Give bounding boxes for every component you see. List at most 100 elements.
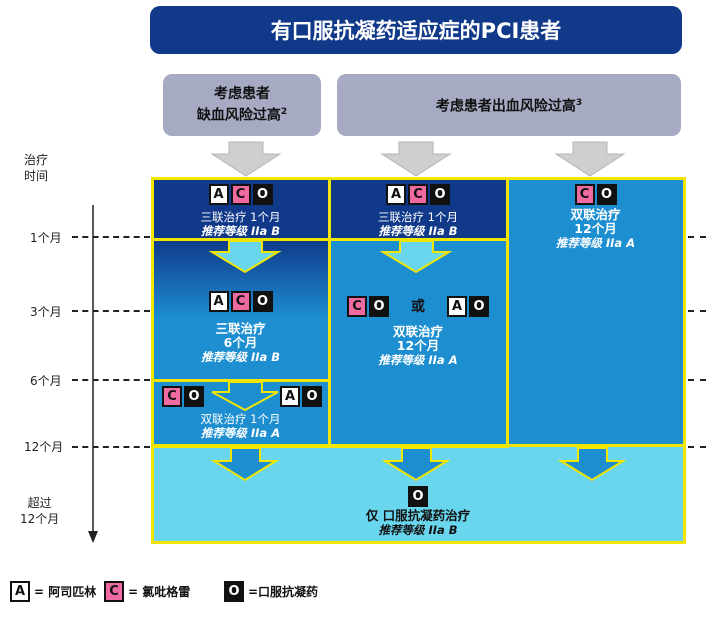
ischemic-header-superscript: 2 [280, 107, 288, 118]
col1-mid-grade: 推荐等级 IIa B [200, 350, 281, 364]
aspirin-icon: A [447, 296, 467, 317]
dash-right-12m [688, 446, 706, 448]
ischemic-header-line2: 缺血风险过高2 [196, 107, 288, 124]
time-axis-label-line1: 治疗 [23, 153, 48, 167]
dash-right-3m [688, 310, 706, 312]
bleeding-header-superscript: 3 [575, 98, 583, 109]
col2-top-grade: 推荐等级 IIa B [378, 224, 458, 238]
clopidogrel-icon: C [162, 386, 182, 407]
clopidogrel-icon: C [104, 581, 124, 602]
time-axis-arrow [88, 205, 98, 543]
clopidogrel-icon: C [408, 184, 428, 205]
bleeding-risk-header: 考虑患者出血风险过高3 [337, 74, 681, 136]
col1-bottom-grade: 推荐等级 IIa A [200, 426, 281, 440]
col2-mid-grade: 推荐等级 IIa A [378, 353, 458, 367]
ischemic-header-line1: 考虑患者 [214, 86, 270, 103]
col2-mid-title: 双联治疗 [392, 324, 443, 339]
time-mark-3m: 3个月 [30, 305, 62, 319]
col1-top-grade: 推荐等级 IIa B [200, 224, 281, 238]
col1-top-aco: A C O [152, 184, 329, 205]
ischemic-risk-header: 考虑患者 缺血风险过高2 [163, 74, 321, 136]
arrow-col3-12m [557, 447, 627, 482]
clopidogrel-icon: C [574, 184, 595, 205]
bottom-grade: 推荐等级 IIa B [378, 523, 458, 537]
legend-clopidogrel-text: = 氯吡格雷 [128, 585, 191, 599]
header-arrow-col1 [210, 141, 282, 177]
page-title: 有口服抗凝药适应症的PCI患者 [150, 6, 682, 54]
oac-icon: O [184, 386, 204, 407]
header-arrow-col3 [554, 141, 626, 177]
dash-right-1m [688, 236, 706, 238]
or-text: 或 [411, 298, 425, 315]
col2-options-row: C O 或 A O [329, 296, 507, 317]
col3-co: C O [507, 184, 684, 205]
arrow-col2-12m [381, 447, 451, 482]
col1-mid-title: 三联治疗 [215, 321, 266, 336]
oac-icon: O [224, 581, 244, 602]
bottom-title: 仅 口服抗凝药治疗 [365, 508, 471, 523]
col3-duration: 12个月 [574, 221, 617, 236]
time-mark-1m: 1个月 [30, 231, 62, 245]
aspirin-icon: A [208, 184, 229, 205]
oac-icon: O [469, 296, 489, 317]
col2-mid-cell: C O 或 A O 双联治疗 12个月 推荐等级 IIa A [329, 296, 507, 367]
time-axis-label-line2: 时间 [23, 169, 48, 183]
legend-clopidogrel: C = 氯吡格雷 [104, 581, 190, 602]
bottom-cell: O 仅 口服抗凝药治疗 推荐等级 IIa B [152, 486, 684, 537]
legend-oac-text: =口服抗凝药 [248, 585, 319, 599]
col1-top-cell: A C O 三联治疗 1个月 推荐等级 IIa B [152, 184, 329, 238]
arrow-col1-6m [211, 381, 279, 412]
dash-left-6m [72, 379, 150, 381]
time-mark-beyond-line1: 超过 [27, 496, 52, 510]
time-mark-beyond-line2: 12个月 [20, 512, 60, 526]
bottom-o: O [152, 486, 684, 507]
aspirin-icon: A [280, 386, 300, 407]
dash-left-1m [72, 236, 150, 238]
oac-icon: O [408, 486, 428, 507]
col3-bg [507, 178, 684, 446]
arrow-col2-1m [379, 240, 453, 274]
col1-bottom-title: 双联治疗 1个月 [200, 412, 281, 426]
col1-mid-bg [152, 319, 329, 381]
bleeding-header-text: 考虑患者出血风险过高3 [435, 98, 583, 115]
time-axis-label: 治疗 时间 [14, 152, 58, 184]
oac-icon: O [252, 291, 273, 312]
legend-aspirin: A = 阿司匹林 [10, 581, 96, 602]
dash-left-12m [72, 446, 150, 448]
col1-mid-aco: A C O [152, 291, 329, 312]
dash-left-3m [72, 310, 150, 312]
oac-icon: O [430, 184, 450, 205]
time-mark-beyond-12m: 超过 12个月 [20, 495, 59, 527]
time-mark-6m: 6个月 [30, 374, 62, 388]
aspirin-icon: A [208, 291, 229, 312]
legend-aspirin-text: = 阿司匹林 [34, 585, 97, 599]
col1-bottom-co: C O [162, 386, 204, 407]
time-mark-12m: 12个月 [24, 440, 64, 454]
clopidogrel-icon: C [230, 184, 251, 205]
bottom-row-border [151, 444, 686, 544]
clopidogrel-icon: C [230, 291, 251, 312]
arrow-col1-1m-3m [208, 240, 282, 274]
col2-mid-duration: 12个月 [396, 338, 440, 353]
col3-title: 双联治疗 [570, 207, 621, 222]
col2-top-title: 三联治疗 1个月 [378, 210, 458, 224]
col1-mid-duration: 6个月 [223, 335, 258, 350]
dash-right-6m [688, 379, 706, 381]
aspirin-icon: A [10, 581, 30, 602]
aspirin-icon: A [386, 184, 406, 205]
arrow-col1-12m [210, 447, 280, 482]
col1-mid-cell: A C O 三联治疗 6个月 推荐等级 IIa B [152, 291, 329, 364]
col2-mid-bg [329, 239, 507, 446]
col1-bottom-cell: 双联治疗 1个月 推荐等级 IIa A [152, 412, 329, 440]
col2-top-aco: A C O [329, 184, 507, 205]
oac-icon: O [596, 184, 617, 205]
legend-oac: O =口服抗凝药 [224, 581, 318, 602]
col2-top-cell: A C O 三联治疗 1个月 推荐等级 IIa B [329, 184, 507, 238]
col1-top-title: 三联治疗 1个月 [200, 210, 281, 224]
clopidogrel-icon: C [347, 296, 367, 317]
col1-bottom-ao: A O [280, 386, 322, 407]
oac-icon: O [369, 296, 389, 317]
oac-icon: O [252, 184, 273, 205]
